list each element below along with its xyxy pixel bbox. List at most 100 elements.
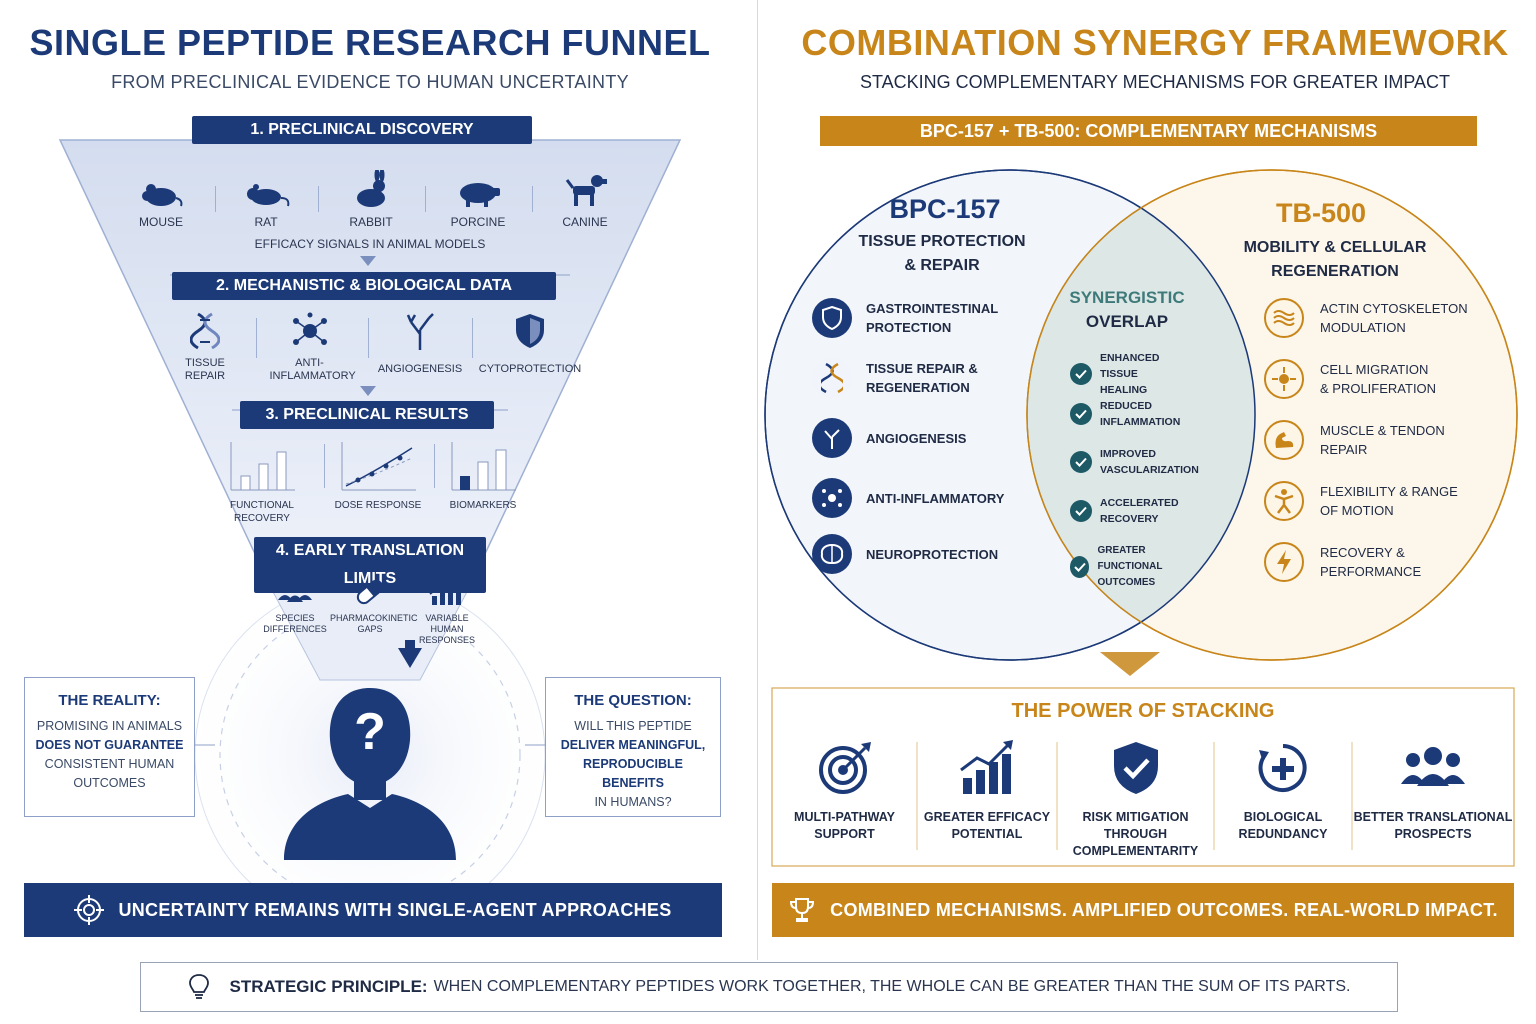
separator [532, 186, 533, 212]
strategic-principle-text: WHEN COMPLEMENTARY PEPTIDES WORK TOGETHE… [433, 978, 1351, 995]
strategic-principle-box: STRATEGIC PRINCIPLE: WHEN COMPLEMENTARY … [140, 962, 1398, 1012]
reality-line: DOES NOT GUARANTEE [35, 738, 184, 752]
tb-tagline: MOBILITY & CELLULAR REGENERATION [1220, 236, 1450, 284]
bpc-item: NEUROPROTECTION [812, 534, 998, 574]
right-subtitle: STACKING COMPLEMENTARY MECHANISMS FOR GR… [859, 72, 1451, 92]
wave-icon [1264, 298, 1304, 338]
right-title: COMBINATION SYNERGY FRAMEWORK [801, 22, 1509, 63]
tb-tagline-line: MOBILITY & CELLULAR [1243, 239, 1427, 256]
combo-pill: BPC-157 + TB-500: COMPLEMENTARY MECHANIS… [820, 116, 1477, 146]
dna-icon [812, 358, 852, 398]
limit-species: SPECIES DIFFERENCES [262, 578, 328, 635]
reality-line: PROMISING IN ANIMALS [36, 719, 183, 733]
group-icon [1401, 747, 1465, 786]
animal-canine: CANINE [548, 170, 622, 229]
separator [256, 318, 257, 358]
tb-name: TB-500 [1275, 198, 1367, 228]
animal-label: PORCINE [450, 215, 506, 229]
mech-cytoprotection: CYTOPROTECTION [478, 312, 582, 376]
target-icon [818, 742, 871, 794]
reality-box: THE REALITY: PROMISING IN ANIMALS DOES N… [24, 677, 195, 817]
separator [425, 186, 426, 212]
vessel-icon [812, 418, 852, 458]
check-icon [1070, 363, 1092, 385]
capsule-icon [356, 579, 384, 605]
separator [318, 186, 319, 212]
separator [368, 318, 369, 358]
result-label: DOSE RESPONSE [334, 500, 422, 511]
separator [215, 186, 216, 212]
animal-rat: RAT [230, 176, 302, 229]
right-banner-text: COMBINED MECHANISMS. AMPLIFIED OUTCOMES.… [830, 899, 1498, 920]
stage-3-label: 3. PRECLINICAL RESULTS [240, 401, 494, 429]
result-biomarkers: BIOMARKERS [438, 440, 528, 512]
mech-angiogenesis: ANGIOGENESIS [375, 312, 465, 376]
growth-chart-icon [960, 740, 1013, 794]
stage-1-caption: EFFICACY SIGNALS IN ANIMAL MODELS [254, 237, 486, 251]
question-text: WILL THIS PEPTIDE DELIVER MEANINGFUL, RE… [556, 717, 710, 812]
animal-porcine: PORCINE [438, 176, 518, 229]
question-line: WILL THIS PEPTIDE [574, 719, 692, 733]
reality-heading: THE REALITY: [58, 692, 161, 709]
shield-check-icon [1113, 742, 1158, 794]
cell-migration-icon [1264, 359, 1304, 399]
reality-text: PROMISING IN ANIMALS DOES NOT GUARANTEE … [35, 717, 184, 793]
result-label: BIOMARKERS [449, 500, 517, 511]
overlap-title-line: SYNERGISTIC [1069, 288, 1185, 307]
rabbit-icon [357, 168, 385, 207]
bpc-item-label: ANTI-INFLAMMATORY [866, 490, 1005, 506]
trophy-icon [788, 896, 816, 924]
result-label: FUNCTIONAL RECOVERY [230, 500, 294, 524]
result-functional-recovery: FUNCTIONAL RECOVERY [212, 440, 312, 525]
dna-icon [189, 312, 221, 350]
check-icon [1070, 556, 1090, 578]
mech-label: CYTOPROTECTION [478, 363, 582, 375]
separator [324, 444, 325, 488]
limits-row: SPECIES DIFFERENCES PHARMACOKINETIC GAPS… [262, 578, 482, 645]
reality-line: OUTCOMES [73, 776, 146, 790]
mech-label: ANTI-INFLAMMATORY [269, 357, 356, 382]
scatter-chart-icon [341, 442, 416, 491]
mech-label: ANGIOGENESIS [377, 363, 463, 375]
biomarker-chart-icon [451, 442, 516, 491]
limit-label: VARIABLE HUMAN RESPONSES [418, 613, 476, 645]
check-icon [1070, 500, 1092, 522]
bpc-item: ANTI-INFLAMMATORY [812, 478, 1004, 518]
target-icon [74, 895, 105, 925]
animal-label: RAT [254, 215, 278, 229]
overlap-title-line: OVERLAP [1085, 312, 1169, 331]
bpc-tagline-line: TISSUE PROTECTION [858, 233, 1026, 250]
vessel-icon [406, 313, 434, 350]
rat-icon [247, 184, 290, 207]
limit-variable: VARIABLE HUMAN RESPONSES [412, 578, 482, 646]
bpc-item-label: NEUROPROTECTION [866, 546, 999, 562]
bpc-item-label: TISSUE REPAIR &REGENERATION [866, 361, 978, 395]
dog-icon [565, 175, 607, 206]
stage-2-label: 2. MECHANISTIC & BIOLOGICAL DATA [172, 272, 556, 300]
limit-label: SPECIES DIFFERENCES [263, 613, 327, 634]
bar-chart-icon [230, 442, 295, 491]
question-line: REPRODUCIBLE BENEFITS [582, 757, 683, 790]
tb-item-label: RECOVERY &PERFORMANCE [1320, 545, 1422, 579]
bpc-tagline-line: & REPAIR [904, 257, 980, 274]
figure-icon [1264, 481, 1304, 521]
animal-mouse: MOUSE [125, 176, 197, 229]
mechanism-row: TISSUE REPAIR ANTI-INFLAMMATORY ANGIOGEN… [170, 312, 590, 388]
trend-chart-icon [429, 579, 463, 605]
strategic-principle-label: STRATEGIC PRINCIPLE: [229, 977, 428, 996]
stacking-title: THE POWER OF STACKING [1011, 700, 1275, 722]
